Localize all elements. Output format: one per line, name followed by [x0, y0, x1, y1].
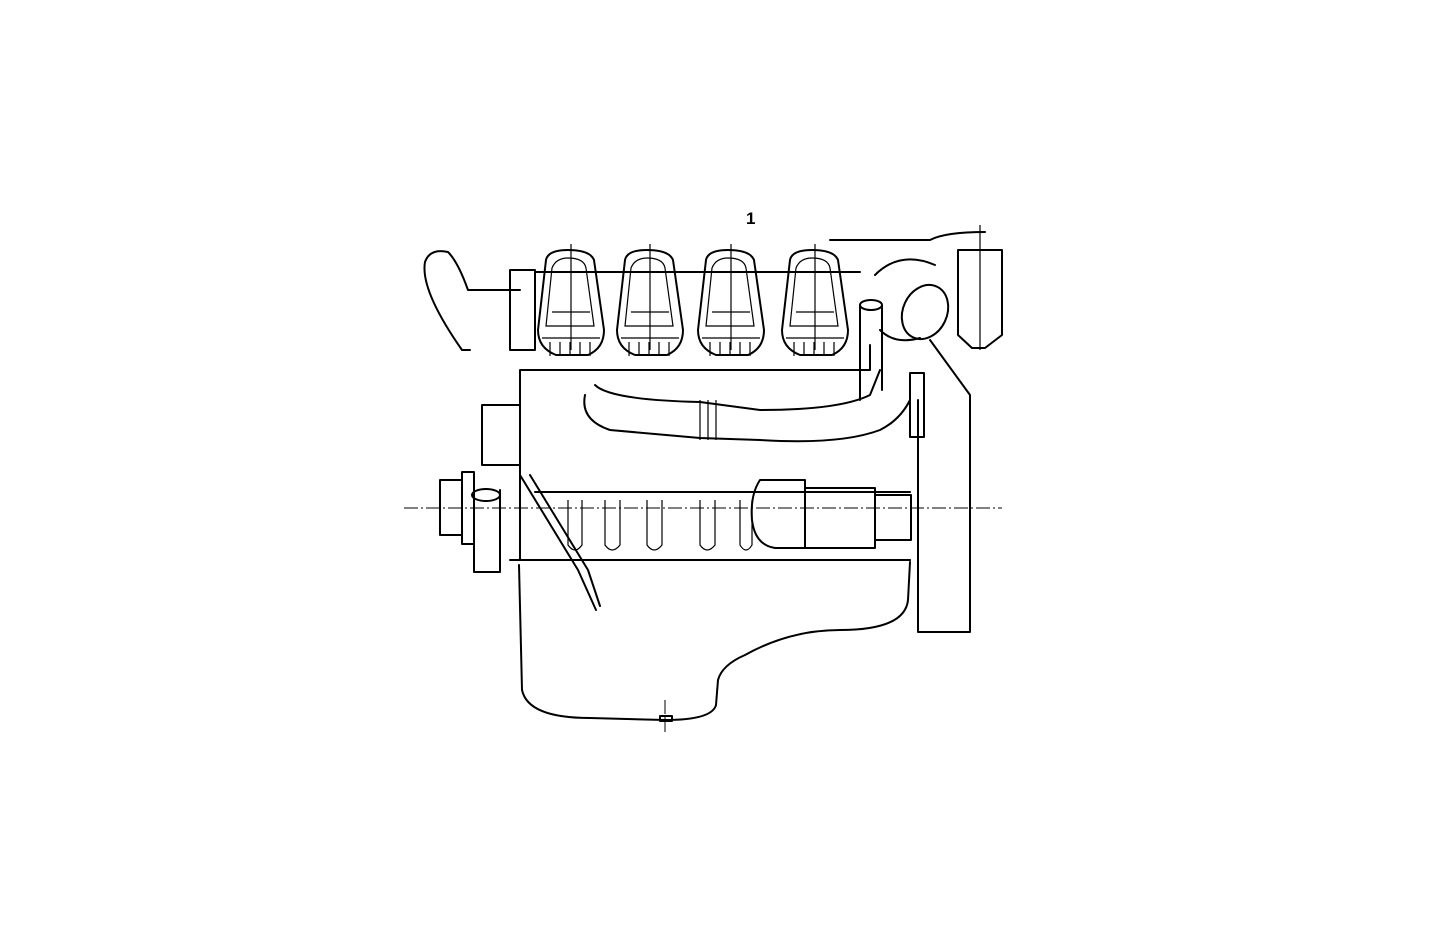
flywheel-housing [917, 339, 971, 633]
oil-pan [518, 561, 911, 722]
oil-filter [481, 404, 521, 466]
block-ribs [567, 500, 753, 551]
intake-elbow [423, 250, 536, 351]
starter-motor [750, 479, 912, 549]
callout-label-1: 1 [746, 209, 756, 228]
engine-block [509, 271, 911, 561]
front-pulley [439, 471, 501, 573]
fuel-filter [829, 225, 1003, 350]
turbocharger [859, 258, 950, 401]
valve-covers [537, 244, 849, 356]
exhaust-manifold [583, 369, 925, 443]
dipstick [519, 474, 601, 611]
